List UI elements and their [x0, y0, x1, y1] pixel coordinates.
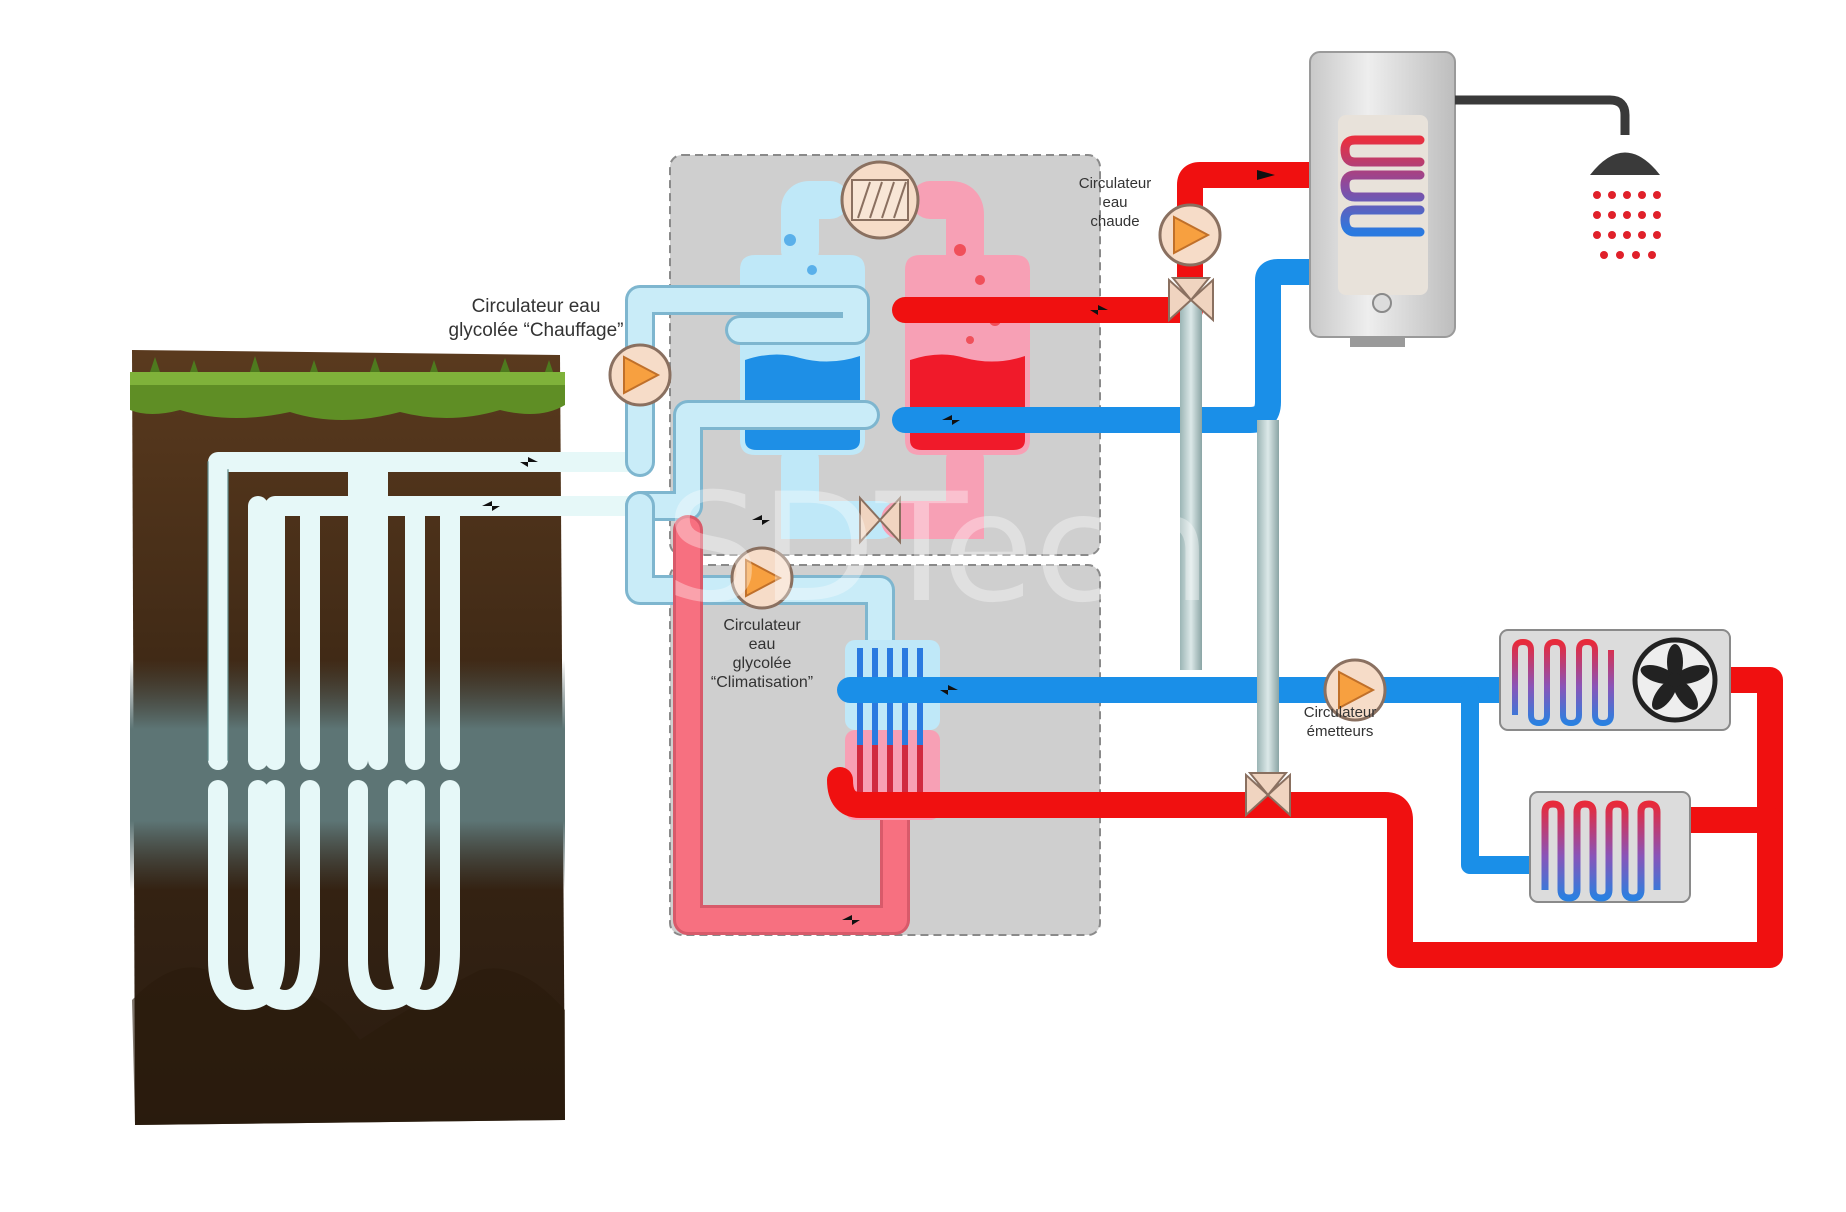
three-way-valve-bottom [1245, 772, 1291, 818]
cold-water-circuits [837, 259, 1539, 874]
bypass-stems [1180, 300, 1279, 795]
refrigerant-circuit [781, 181, 984, 539]
label-circ-clim-line4: “Climatisation” [711, 674, 813, 691]
three-way-valve-top [1168, 277, 1214, 323]
labels: Circulateur eau glycolée “Chauffage” Cir… [449, 175, 1377, 740]
label-circ-chaude-line3: chaude [1090, 213, 1139, 230]
label-circ-emetteurs-line1: Circulateur [1304, 704, 1377, 721]
pump-chauffage [608, 343, 672, 407]
radiator [1529, 791, 1691, 903]
pump-climatisation [730, 546, 794, 610]
pump-eau-chaude [1158, 203, 1222, 267]
label-circ-chaude-line1: Circulateur [1079, 175, 1152, 192]
fan-icon [1632, 637, 1718, 723]
label-circ-clim-line2: eau [749, 636, 776, 653]
tank-coil [1340, 135, 1425, 237]
pump-emetteurs [1323, 658, 1387, 722]
hot-water-tank [1309, 51, 1456, 347]
ground-loops [207, 452, 650, 1010]
fan-coil-unit [1499, 629, 1731, 731]
watermark: SDTech [665, 462, 1212, 636]
expansion-valve [859, 495, 901, 545]
grass-tufts [150, 356, 553, 372]
flow-arrows [482, 170, 1275, 925]
label-circ-clim-line1: Circulateur [723, 617, 801, 634]
aquifer-layer [130, 660, 565, 890]
label-circ-chauffage-line2: glycolée “Chauffage” [449, 320, 624, 341]
label-circ-emetteurs-line2: émetteurs [1307, 723, 1374, 740]
grass-top [130, 372, 565, 385]
label-circ-clim-line3: glycolée [733, 655, 792, 672]
label-circ-chaude-line2: eau [1102, 194, 1127, 211]
label-circ-chauffage-line1: Circulateur eau [472, 296, 601, 317]
compressor [840, 160, 920, 240]
shower-head-icon [1455, 95, 1661, 259]
